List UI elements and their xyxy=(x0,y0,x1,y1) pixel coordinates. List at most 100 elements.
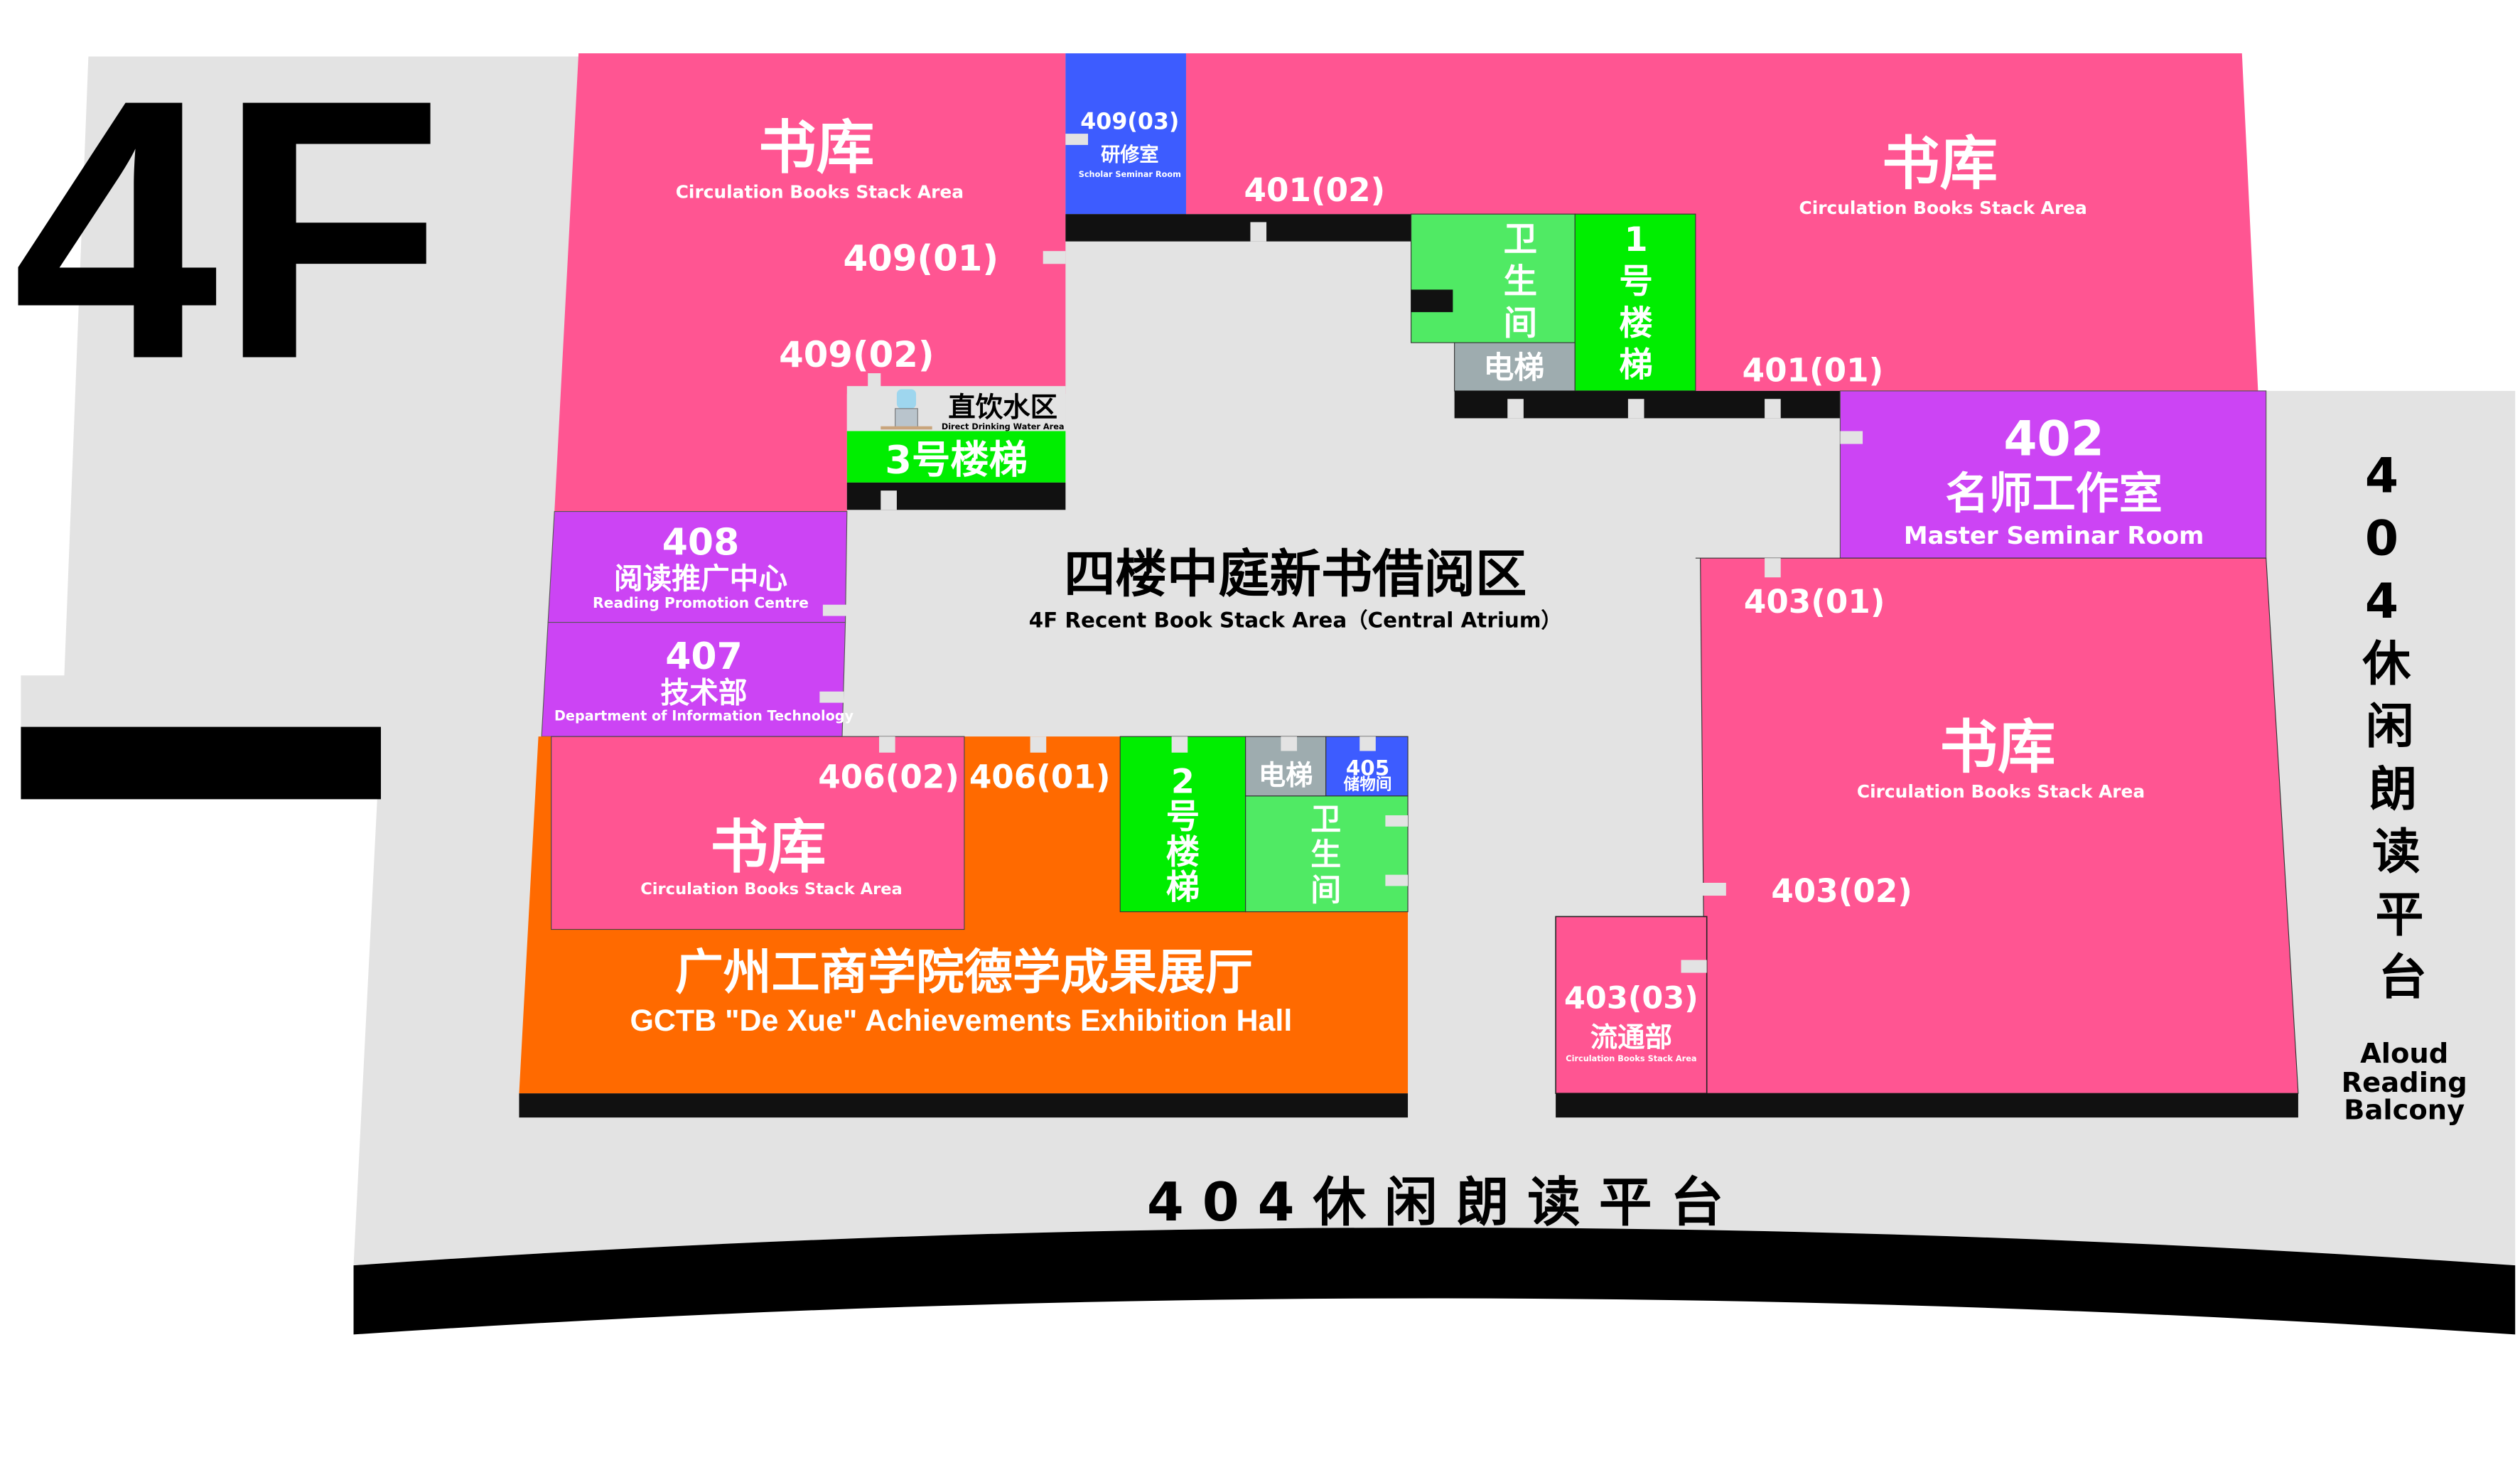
balcony-side-char: 读 xyxy=(2372,824,2421,880)
room-403-03-english: Circulation Books Stack Area xyxy=(1566,1054,1696,1063)
exhibition-subtitle: GCTB "De Xue" Achievements Exhibition Ha… xyxy=(630,1004,1292,1038)
balcony-side-char: 闲 xyxy=(2366,698,2414,754)
stack-ne-title: 书库 xyxy=(1882,130,1998,198)
balcony-bottom-title: 4 0 4 休 闲 朗 读 平 台 xyxy=(1147,1171,1723,1233)
room-409-03-english: Scholar Seminar Room xyxy=(1079,170,1181,179)
drinking-water-title: 直饮水区 xyxy=(948,392,1057,424)
stairs-2[interactable] xyxy=(1119,736,1246,913)
door-gap xyxy=(1359,736,1376,751)
balcony-side-char: 0 xyxy=(2365,510,2398,567)
stack-area-nw[interactable] xyxy=(554,53,1066,512)
restroom-1-char: 间 xyxy=(1504,304,1538,343)
room-407-english: Department of Information Technology xyxy=(554,708,854,724)
stack-sw-subtitle: Circulation Books Stack Area xyxy=(640,880,903,898)
room-409-03-number: 409(03) xyxy=(1080,109,1179,134)
balcony-side-char: 朗 xyxy=(2369,761,2417,817)
stack-area-e[interactable] xyxy=(1695,557,2299,1094)
room-402[interactable] xyxy=(1839,390,2267,559)
door-gap xyxy=(819,691,844,703)
drinking-water-subtitle: Direct Drinking Water Area xyxy=(942,422,1065,431)
door-gap xyxy=(1765,399,1781,419)
restroom-2[interactable] xyxy=(1245,795,1409,913)
stack-area-sw[interactable] xyxy=(551,736,965,930)
room-403-03-number: 403(03) xyxy=(1564,980,1698,1016)
stairs-3-label: 3号楼梯 xyxy=(885,437,1028,482)
room-407-name: 技术部 xyxy=(660,676,747,710)
door-409-01: 409(01) xyxy=(844,237,999,279)
stack-ne-subtitle: Circulation Books Stack Area xyxy=(1799,198,2086,218)
door-409-02: 409(02) xyxy=(779,334,935,375)
restroom-1-char: 卫 xyxy=(1504,220,1538,259)
door-gap xyxy=(1385,815,1409,827)
balcony-side-label: 4 0 4 休 闲 朗 读 平 台 xyxy=(2362,447,2426,1005)
stairs-1[interactable] xyxy=(1574,213,1696,392)
stairs-2-char: 楼 xyxy=(1166,833,1200,872)
balcony-side-char: 4 xyxy=(2365,573,2398,629)
wall xyxy=(1065,214,1411,242)
room-403-03[interactable] xyxy=(1555,916,1708,1094)
balcony-side-english: Aloud xyxy=(2360,1038,2448,1070)
door-gap xyxy=(1700,882,1726,896)
stairs-2-char: 2 xyxy=(1171,762,1195,801)
door-gap xyxy=(1627,399,1644,419)
room-408-english: Reading Promotion Centre xyxy=(593,594,809,611)
stack-area-ne[interactable] xyxy=(1185,53,2258,391)
door-gap xyxy=(1507,399,1524,419)
balcony-side-char: 休 xyxy=(2362,635,2411,692)
room-407-number: 407 xyxy=(665,635,743,678)
door-401-02: 401(02) xyxy=(1244,171,1386,209)
stairs-1-char: 楼 xyxy=(1619,304,1653,343)
restroom-1-char: 生 xyxy=(1504,262,1538,301)
restroom-1[interactable] xyxy=(1411,213,1576,343)
stack-sw-title: 书库 xyxy=(711,813,826,881)
stack-e-title: 书库 xyxy=(1940,714,2056,781)
restroom-2-char: 间 xyxy=(1310,873,1341,908)
door-gap xyxy=(1043,251,1066,264)
room-409-03-name: 研修室 xyxy=(1101,144,1158,166)
door-gap xyxy=(1281,736,1298,751)
drinking-water-area[interactable] xyxy=(846,386,1066,431)
room-402-english: Master Seminar Room xyxy=(1904,522,2204,549)
exhibition-title: 广州工商学院德学成果展厅 xyxy=(675,944,1254,1000)
door-403-02: 403(02) xyxy=(1771,872,1912,910)
balcony-side-english: Balcony xyxy=(2344,1094,2465,1126)
elevator-2-label: 电梯 xyxy=(1259,760,1313,792)
door-gap xyxy=(1065,134,1089,145)
door-gap xyxy=(1030,736,1047,753)
wall xyxy=(1556,1093,2298,1118)
stairs-1-char: 梯 xyxy=(1619,346,1653,385)
stairs-1-char: 1 xyxy=(1625,220,1648,259)
wall xyxy=(846,482,1066,510)
door-gap xyxy=(879,736,895,753)
balcony-side-char: 台 xyxy=(2379,949,2427,1005)
balcony-bottom-english: Aloud Reading Balcony xyxy=(1136,1231,1735,1284)
stairs-3[interactable] xyxy=(846,431,1066,483)
stack-e-subtitle: Circulation Books Stack Area xyxy=(1857,781,2145,802)
door-406-02: 406(02) xyxy=(818,758,959,796)
stack-nw-subtitle: Circulation Books Stack Area xyxy=(676,182,964,203)
door-gap xyxy=(1765,558,1781,578)
stairs-2-char: 号 xyxy=(1166,798,1200,837)
stack-nw-title: 书库 xyxy=(758,114,874,182)
room-403-03-name: 流通部 xyxy=(1590,1022,1672,1054)
stairs-1-char: 号 xyxy=(1619,262,1653,301)
floor-edge-bottom xyxy=(353,1228,2516,1335)
water-dispenser-icon xyxy=(881,389,932,430)
balcony-side-char: 4 xyxy=(2365,447,2398,503)
door-gap xyxy=(1840,431,1863,444)
stairs-2-char: 梯 xyxy=(1166,869,1200,908)
atrium-subtitle: 4F Recent Book Stack Area（Central Atrium… xyxy=(1029,608,1562,632)
door-gap xyxy=(881,490,897,510)
door-gap xyxy=(1681,960,1707,973)
room-402-name: 名师工作室 xyxy=(1946,468,2163,519)
floor-label: 4F xyxy=(13,23,444,436)
door-gap xyxy=(1171,736,1188,753)
room-408-number: 408 xyxy=(662,522,740,564)
floor-edge-left xyxy=(21,726,381,800)
wall xyxy=(1411,289,1453,313)
door-gap xyxy=(1385,874,1409,886)
door-406-01: 406(01) xyxy=(969,758,1111,796)
balcony-side-char: 平 xyxy=(2375,886,2423,943)
restroom-2-char: 生 xyxy=(1310,837,1341,873)
